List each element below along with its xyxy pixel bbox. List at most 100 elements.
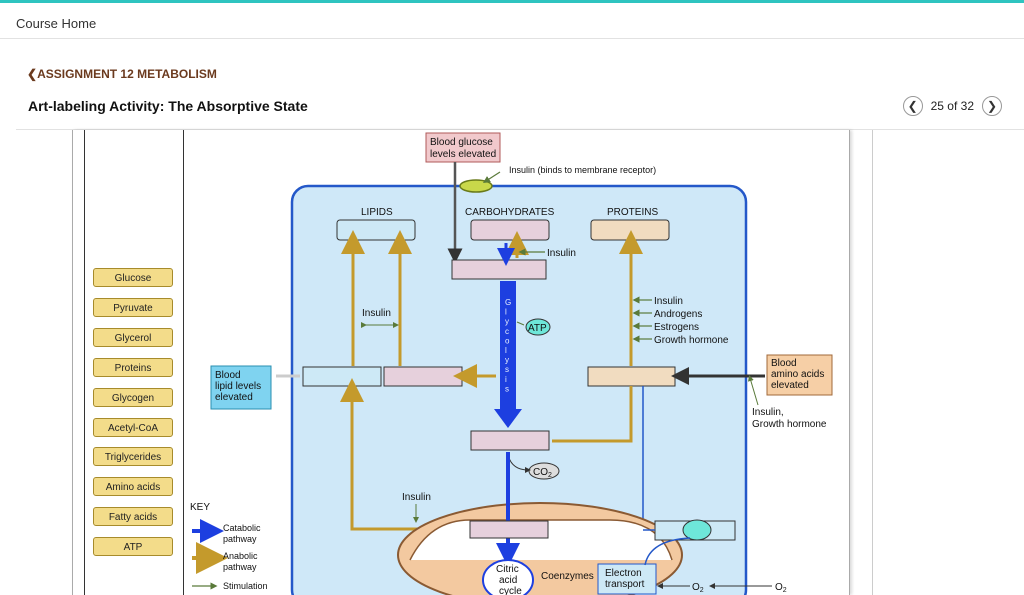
proteins-header: PROTEINS bbox=[607, 207, 658, 218]
draggable-label[interactable]: Amino acids bbox=[93, 477, 173, 497]
previous-item-button[interactable]: ❮ bbox=[902, 96, 923, 116]
frame-edge bbox=[872, 130, 873, 595]
lipids-header: LIPIDS bbox=[361, 207, 393, 218]
mito-box bbox=[469, 520, 549, 539]
draggable-label[interactable]: Pyruvate bbox=[93, 297, 173, 317]
draggable-label[interactable]: Fatty acids bbox=[93, 507, 173, 527]
svg-text:ATP: ATP bbox=[528, 323, 547, 334]
glycolysis-letter: y bbox=[505, 317, 509, 326]
citric-line: cycle bbox=[499, 586, 522, 595]
electron-line: transport bbox=[605, 579, 645, 590]
protein-mid-box bbox=[587, 366, 676, 387]
insulin-label: Insulin bbox=[547, 248, 576, 259]
mito-insulin-label: Insulin bbox=[402, 492, 431, 503]
stimulator-label: Growth hormone bbox=[654, 335, 729, 346]
assignment-label: ASSIGNMENT 12 METABOLISM bbox=[37, 67, 217, 81]
blood-glucose-text: levels elevated bbox=[430, 149, 496, 160]
electron-line: Electron bbox=[605, 568, 642, 579]
top-accent-bar bbox=[0, 0, 1024, 3]
key-catabolic: Catabolic bbox=[223, 523, 261, 533]
glycolysis-letter: s bbox=[505, 365, 509, 374]
key-stimulation: Stimulation bbox=[223, 581, 268, 591]
key-title: KEY bbox=[190, 502, 210, 513]
svg-text:O2: O2 bbox=[775, 582, 787, 594]
blood-amino-line: elevated bbox=[771, 380, 809, 391]
insulin-gh-text: Insulin,Growth hormone bbox=[752, 407, 827, 430]
insulin-receptor-text: Insulin (binds to membrane receptor) bbox=[509, 165, 656, 175]
blood-amino-box bbox=[766, 354, 833, 396]
blood-lipid-line: lipid levels bbox=[215, 381, 261, 392]
key-labels: CatabolicpathwayAnabolicpathwayStimulati… bbox=[223, 523, 268, 591]
blood-amino-line: amino acids bbox=[771, 369, 824, 380]
electron-transport-box bbox=[597, 563, 657, 595]
blood-glucose-text: Blood glucose bbox=[430, 137, 493, 148]
insulin-receptor bbox=[459, 179, 493, 193]
insulin-gh-line: Growth hormone bbox=[752, 419, 827, 430]
blood-lipid-line: Blood bbox=[215, 370, 241, 381]
stimulator-label: Insulin bbox=[654, 296, 683, 307]
draggable-label[interactable]: Glucose bbox=[93, 268, 173, 287]
carb-top-box bbox=[470, 219, 550, 241]
blood-lipid-line: elevated bbox=[215, 392, 253, 403]
insulin-gh-line: Insulin, bbox=[752, 407, 784, 418]
key-anabolic: Anabolic bbox=[223, 551, 258, 561]
lipid-insulin-label: Insulin bbox=[362, 308, 391, 319]
lipids-top-box bbox=[336, 219, 416, 241]
svg-text:CO2: CO2 bbox=[533, 467, 552, 479]
lipid-mid-box-a bbox=[302, 366, 382, 387]
svg-text:O2: O2 bbox=[692, 582, 704, 594]
carbohydrates-header: CARBOHYDRATES bbox=[465, 207, 555, 218]
glycolysis-letter: i bbox=[505, 375, 507, 384]
draggable-label[interactable]: Triglycerides bbox=[93, 447, 173, 467]
divider bbox=[16, 129, 1024, 130]
key-anabolic: pathway bbox=[223, 562, 257, 572]
chevron-right-icon: ❯ bbox=[986, 99, 998, 113]
blood-lipid-box bbox=[210, 365, 272, 410]
glycolysis-letter: y bbox=[505, 356, 509, 365]
stimulator-label: Estrogens bbox=[654, 322, 699, 333]
stimulator-label: Androgens bbox=[654, 309, 702, 320]
page-title: Art-labeling Activity: The Absorptive St… bbox=[28, 98, 308, 114]
glycolysis-arrowhead bbox=[494, 409, 522, 428]
glycolysis-letter: l bbox=[505, 308, 507, 317]
divider bbox=[0, 38, 1024, 39]
back-to-assignment-link[interactable]: ❮ASSIGNMENT 12 METABOLISM bbox=[27, 67, 217, 81]
glycolysis-letter: G bbox=[505, 298, 511, 307]
draggable-label[interactable]: Proteins bbox=[93, 357, 173, 377]
draggable-label[interactable]: Glycogen bbox=[93, 387, 173, 407]
draggable-label[interactable]: ATP bbox=[93, 537, 173, 557]
blood-amino-line: Blood bbox=[771, 358, 797, 369]
acetyl-coa-box bbox=[470, 430, 550, 451]
coenzymes-label: Coenzymes bbox=[541, 571, 594, 582]
citric-line: acid bbox=[499, 575, 517, 586]
glycolysis-letter: c bbox=[505, 327, 509, 336]
next-item-button[interactable]: ❯ bbox=[982, 96, 1002, 116]
citric-acid-circle bbox=[482, 559, 534, 595]
pager: ❮ 25 of 32 ❯ bbox=[902, 96, 1002, 116]
protein-top-box bbox=[590, 219, 670, 241]
lipid-mid-box-b bbox=[383, 366, 463, 387]
chevron-left-icon: ❮ bbox=[27, 67, 38, 81]
glycolysis-letter: s bbox=[505, 384, 509, 393]
carb-second-box bbox=[451, 259, 547, 280]
chevron-left-icon: ❮ bbox=[907, 99, 918, 113]
blood-glucose-box bbox=[425, 132, 501, 163]
key-catabolic: pathway bbox=[223, 534, 257, 544]
glycolysis-letter: l bbox=[505, 346, 507, 355]
glycolysis-letter: o bbox=[505, 336, 510, 345]
draggable-label[interactable]: Acetyl-CoA bbox=[93, 417, 173, 437]
label-bank bbox=[84, 130, 184, 595]
draggable-label[interactable]: Glycerol bbox=[93, 327, 173, 347]
citric-line: Citric bbox=[496, 564, 519, 575]
glycolysis-shaft bbox=[500, 281, 516, 411]
course-home-link[interactable]: Course Home bbox=[16, 16, 97, 31]
atp-badge bbox=[525, 318, 551, 336]
pager-count: 25 of 32 bbox=[930, 99, 974, 113]
